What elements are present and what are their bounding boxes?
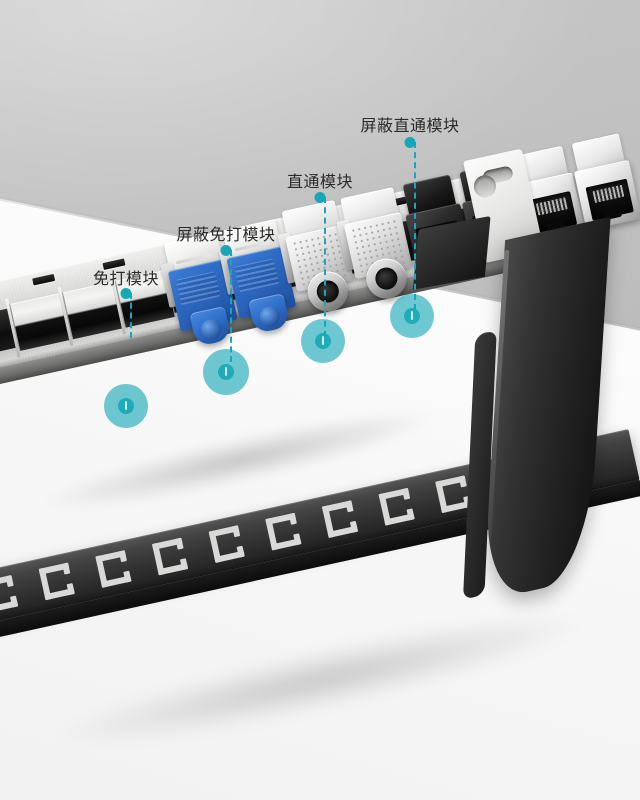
callout-dot-icon <box>314 192 326 203</box>
callout-dot-icon <box>220 245 232 256</box>
callout-leader-line <box>324 197 326 337</box>
callout-leader-line <box>130 293 132 338</box>
keystone-blue-barrel <box>247 293 291 335</box>
callout-leader-line <box>414 142 416 310</box>
callout-label: 屏蔽直通模块 <box>360 116 460 135</box>
callout-label: 直通模块 <box>286 172 354 191</box>
keystone-blue-barrel <box>189 305 232 347</box>
callout-label: 免打模块 <box>92 269 160 288</box>
callout-label: 屏蔽免打模块 <box>176 225 276 244</box>
side-arm-outer <box>482 216 611 602</box>
mounting-slot-icon <box>481 165 514 186</box>
callout-leader-line <box>230 250 232 362</box>
callout-dot-icon <box>404 137 416 148</box>
callout-dot-icon <box>120 288 132 299</box>
side-arm-top <box>412 216 491 290</box>
